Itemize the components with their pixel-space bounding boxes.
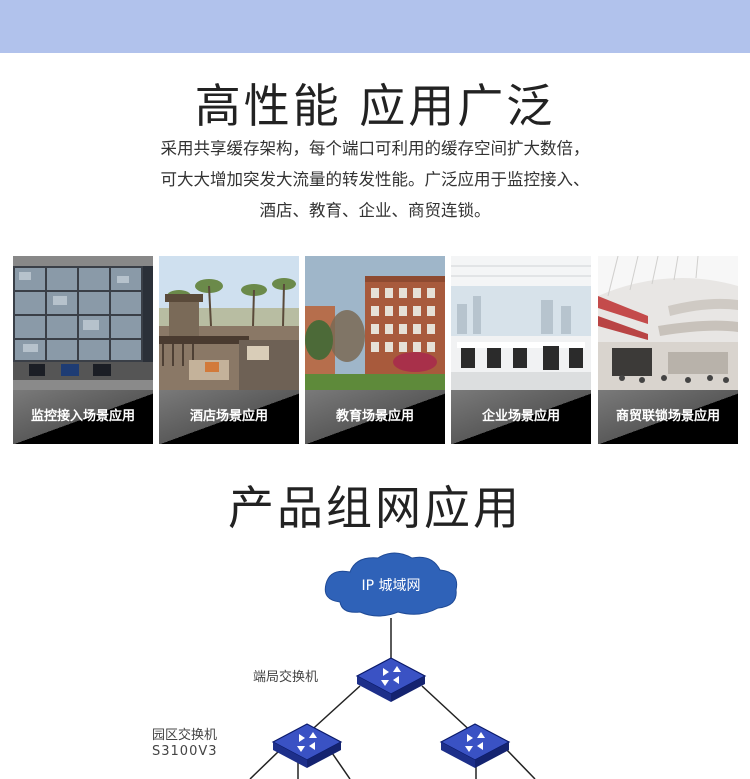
section-title-networking: 产品组网应用 (228, 481, 522, 535)
campus-switch-left-icon (271, 723, 343, 768)
scenario-label-monitoring: 监控接入场景应用 (13, 390, 153, 444)
top-banner (0, 0, 750, 53)
scenario-card-enterprise[interactable]: 企业场景应用 (451, 256, 591, 444)
scenario-card-commerce[interactable]: 商贸联锁场景应用 (598, 256, 738, 444)
ip-metro-cloud-icon (324, 552, 458, 617)
campus-building-image (305, 256, 445, 390)
scenario-card-education[interactable]: 教育场景应用 (305, 256, 445, 444)
campus-switch-right-icon (439, 723, 511, 768)
network-topology-diagram: IP 城域网 端局交换机 园区交换机 S3100V3 (0, 540, 750, 779)
scenario-label-enterprise: 企业场景应用 (451, 390, 591, 444)
cloud-label: IP 城域网 (361, 578, 420, 594)
description-line-2: 可大大增加突发大流量的转发性能。广泛应用于监控接入、 (160, 170, 590, 189)
core-switch-icon (355, 657, 427, 702)
hotel-image (159, 256, 299, 390)
campus-switch-model: S3100V3 (152, 744, 218, 759)
core-switch-label: 端局交换机 (253, 670, 319, 685)
scenario-cards: 监控接入场景应用 (13, 256, 740, 444)
scenario-card-monitoring[interactable]: 监控接入场景应用 (13, 256, 153, 444)
description-line-3: 酒店、教育、企业、商贸连锁。 (259, 201, 491, 220)
monitoring-room-image (13, 256, 153, 390)
description-line-1: 采用共享缓存架构，每个端口可利用的缓存空间扩大数倍， (160, 139, 590, 158)
scenario-label-education: 教育场景应用 (305, 390, 445, 444)
scenario-card-hotel[interactable]: 酒店场景应用 (159, 256, 299, 444)
section-title-performance: 高性能 应用广泛 (194, 79, 556, 133)
scenario-label-hotel: 酒店场景应用 (159, 390, 299, 444)
mall-image (598, 256, 738, 390)
scenario-label-commerce: 商贸联锁场景应用 (598, 390, 738, 444)
campus-switch-label: 园区交换机 (152, 728, 218, 743)
office-image (451, 256, 591, 390)
